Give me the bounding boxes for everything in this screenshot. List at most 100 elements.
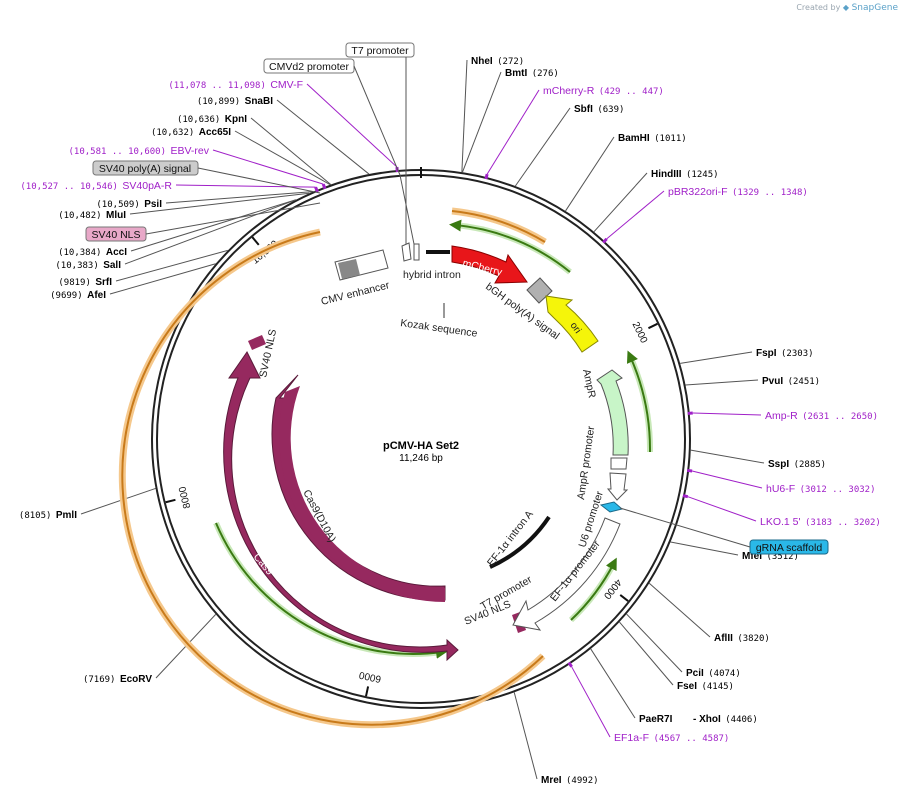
t7-promoter-feature (401, 242, 412, 262)
restriction-site-label: SbfI (639) (574, 99, 624, 116)
primer-name: hU6-F (766, 483, 795, 495)
snapgene-logo-icon: ◆ (842, 3, 850, 12)
primer-label: (10,527 .. 10,546) SV40pA-R (20, 176, 172, 193)
site-leader (129, 192, 310, 215)
site-position: (2303) (781, 349, 814, 359)
site-leader (619, 621, 674, 686)
restriction-site-label: (8105) PmlI (19, 505, 77, 522)
primer-name: pBR322ori-F (668, 186, 728, 198)
site-name: PvuI (762, 376, 783, 387)
primer-leader (175, 184, 316, 188)
site-name: - XhoI (693, 714, 721, 725)
site-name: BamHI (618, 133, 650, 144)
site-leader (685, 379, 759, 386)
primer-label: mCherry-R (429 .. 447) (543, 81, 664, 98)
mcherry-arrow (451, 245, 528, 284)
tick-label: 8000 (177, 485, 193, 510)
kozak-label: Kozak sequence (400, 317, 479, 340)
orf-orange-top-core (451, 210, 546, 243)
site-name: AflII (714, 633, 733, 644)
site-name: NheI (471, 56, 493, 67)
site-name: PciI (686, 668, 704, 679)
t7-promoter-box: T7 promoter (345, 42, 415, 244)
restriction-site-label: BamHI (1011) (618, 128, 687, 145)
ef1a-promoter-arrow (512, 517, 621, 631)
site-name: MreI (541, 775, 562, 786)
primer-leader (306, 83, 398, 168)
site-leader (462, 71, 502, 173)
ampr-label: AmpR (580, 368, 598, 399)
site-leader (590, 648, 636, 719)
primer-mark (321, 183, 327, 190)
primer-label: (11,078 .. 11,098) CMV-F (168, 75, 303, 92)
restriction-site-label: MreI (4992) (541, 770, 599, 787)
primer-range: (3183 .. 3202) (805, 518, 881, 528)
primer-labels: mCherry-R (429 .. 447) pBR322ori-F (1329 … (20, 75, 881, 744)
primer-range: (1329 .. 1348) (732, 188, 808, 198)
site-name: HindIII (651, 169, 682, 180)
site-leader (513, 692, 538, 780)
primer-label: LKO.1 5' (3183 .. 3202) (760, 512, 881, 529)
primer-leader (687, 496, 757, 522)
site-leader (109, 263, 216, 295)
site-position: (9699) (50, 291, 83, 301)
site-position: (3820) (737, 634, 770, 644)
site-name: FseI (677, 681, 697, 692)
restriction-site-label: - XhoI (4406) (693, 709, 758, 726)
site-leader (514, 107, 571, 187)
primer-range: (3012 .. 3032) (800, 485, 876, 495)
site-position: (1245) (686, 170, 719, 180)
site-position: (2451) (788, 377, 821, 387)
site-name: SspI (768, 459, 789, 470)
ampr-arrow (596, 369, 629, 456)
site-position: (272) (497, 57, 524, 67)
site-name: AccI (106, 247, 127, 258)
sv40-nls-left-feature (248, 335, 266, 350)
primer-leader (692, 412, 762, 416)
site-leader (165, 191, 313, 204)
primer-range: (10,581 .. 10,600) (68, 147, 166, 157)
credit-created-by: Created by (796, 3, 841, 12)
ori-label: ori (568, 320, 583, 335)
primer-label: (10,581 .. 10,600) EBV-rev (68, 141, 209, 158)
primer-mark (567, 661, 573, 668)
tick-mark (365, 686, 370, 697)
site-name: PmlI (56, 510, 77, 521)
site-position: (10,482) (58, 211, 101, 221)
plasmid-size: 11,246 bp (399, 453, 443, 464)
primer-name: CMV-F (270, 79, 303, 91)
primer-label: Amp-R (2631 .. 2650) (765, 406, 878, 423)
site-leader (130, 199, 297, 252)
site-name: AfeI (87, 290, 106, 301)
hybrid-intron-label: hybrid intron (403, 269, 461, 281)
restriction-site-label: (10,383) SalI (55, 255, 121, 272)
restriction-site-label: BmtI (276) (505, 63, 559, 80)
restriction-site-label: MfeI (3512) (742, 546, 799, 563)
site-position: (10,636) (177, 115, 220, 125)
primer-leader (212, 149, 324, 185)
site-leader (250, 117, 332, 185)
grna-scaffold-box-label: gRNA scaffold (756, 542, 823, 554)
tick-mark (648, 322, 658, 330)
site-leader-lines (80, 59, 765, 780)
site-leader (461, 59, 468, 173)
grna-scaffold-feature (599, 501, 624, 513)
restriction-site-label: SspI (2885) (768, 454, 826, 471)
site-position: (4406) (725, 715, 758, 725)
site-leader (648, 582, 711, 638)
sv40-polya-box-label: SV40 poly(A) signal (99, 163, 191, 175)
scale-ticks (165, 167, 658, 697)
site-position: (2885) (794, 460, 827, 470)
site-position: (10,383) (55, 261, 98, 271)
ef1a-intron-feature (489, 515, 551, 569)
restriction-site-label: (10,636) KpnI (177, 109, 247, 126)
restriction-site-label: (10,482) MluI (58, 205, 126, 222)
site-leader (680, 351, 753, 364)
cas9-label: Cas9 (251, 551, 276, 578)
primer-name: LKO.1 5' (760, 516, 801, 528)
cmvd2-promoter-box-label: CMVd2 promoter (269, 61, 349, 73)
primer-mark (314, 186, 319, 193)
restriction-site-label: (9819) SrfI (58, 272, 112, 289)
orf-orange-large-core (121, 231, 544, 726)
primer-mark (602, 237, 608, 244)
